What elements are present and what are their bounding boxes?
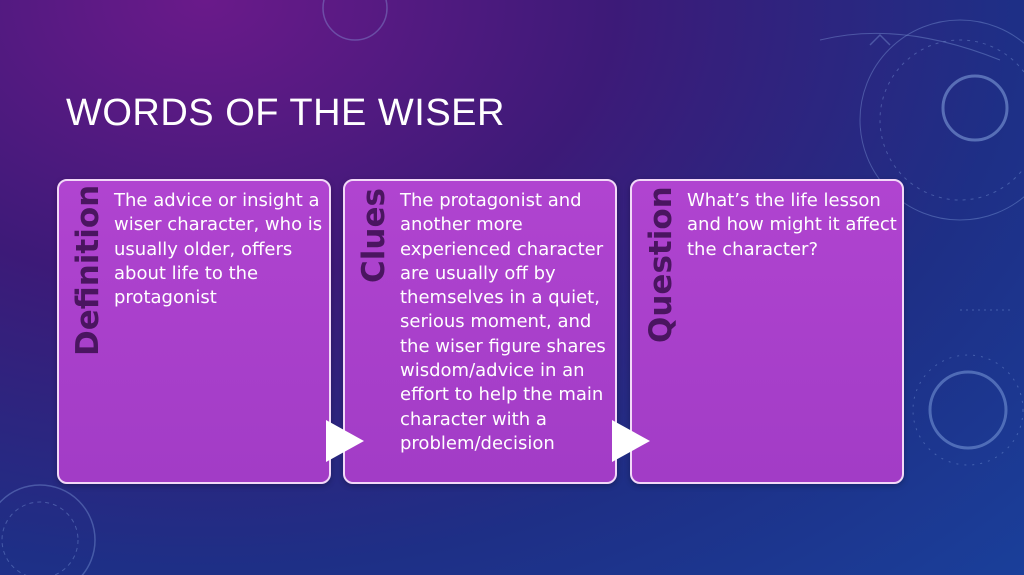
clues-text: The protagonist and another more experie… — [400, 190, 606, 454]
question-label: Question — [643, 186, 679, 343]
definition-label: Definition — [70, 184, 106, 356]
definition-text: The advice or insight a wiser character,… — [114, 190, 323, 309]
definition-label-column: Definition — [63, 181, 113, 481]
clues-label: Clues — [356, 188, 392, 283]
question-card: Question What’s the life lesson and how … — [630, 179, 904, 484]
arrow-right-icon — [612, 420, 650, 462]
arrow-right-icon — [326, 420, 364, 462]
clues-card: Clues The protagonist and another more e… — [343, 179, 617, 484]
slide-title: WORDS OF THE WISER — [66, 92, 505, 134]
definition-card: Definition The advice or insight a wiser… — [57, 179, 331, 484]
question-text: What’s the life lesson and how might it … — [687, 190, 897, 260]
